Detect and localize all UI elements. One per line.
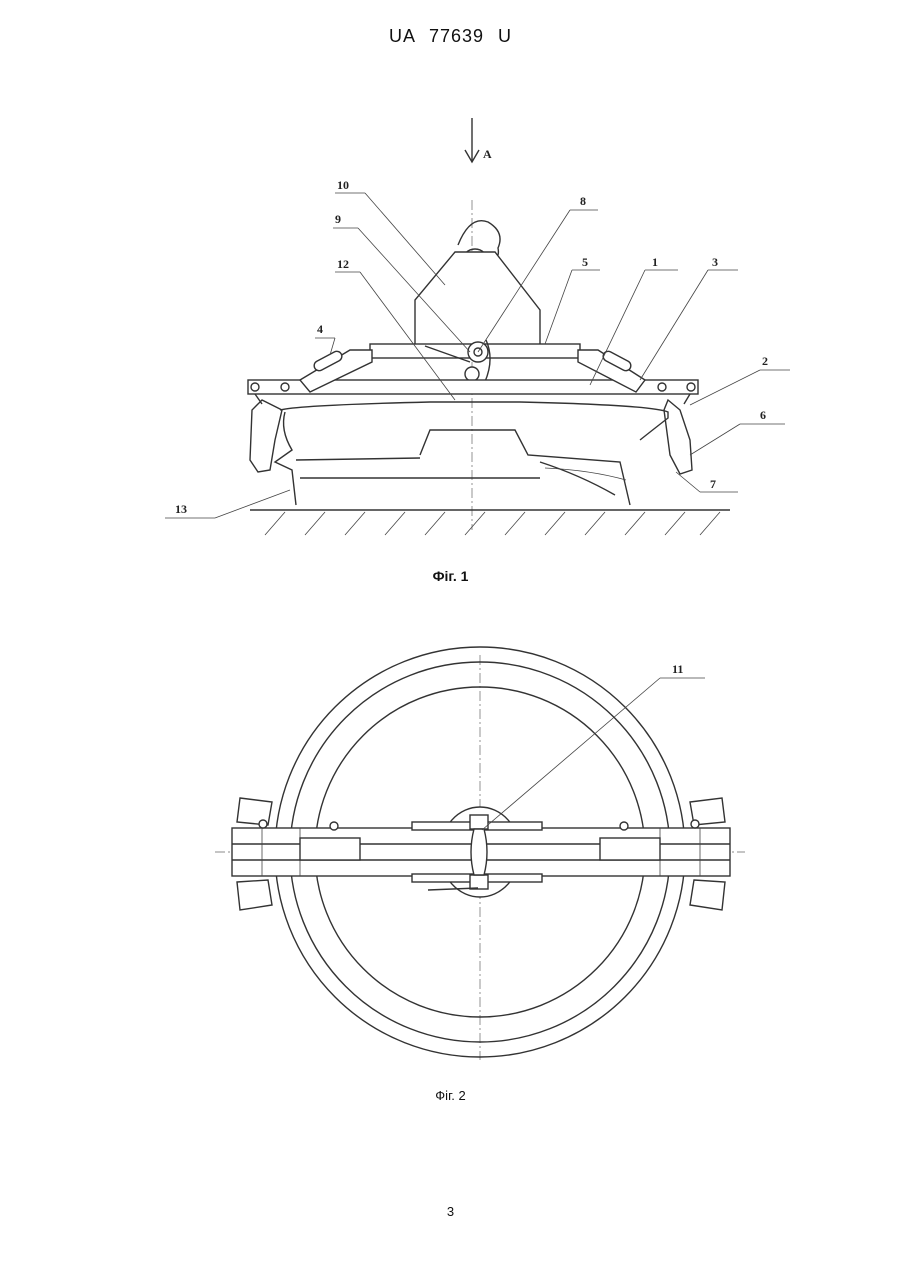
callout-9: 9: [335, 212, 341, 226]
ground-hatching: [265, 512, 720, 535]
callout-4: 4: [317, 322, 323, 336]
callout-13: 13: [175, 502, 187, 516]
callout-7: 7: [710, 477, 716, 491]
callout-2: 2: [762, 354, 768, 368]
figure-2-drawing: 11: [0, 640, 901, 1070]
document-header: UA 77639 U: [0, 26, 901, 47]
view-arrow-icon: A: [465, 118, 492, 162]
callouts-fig2: 11: [482, 662, 705, 830]
callout-11: 11: [672, 662, 683, 676]
callout-8: 8: [580, 194, 586, 208]
callout-3: 3: [712, 255, 718, 269]
callout-10: 10: [337, 178, 349, 192]
callout-6: 6: [760, 408, 766, 422]
callout-1: 1: [652, 255, 658, 269]
arrow-label: A: [483, 147, 492, 161]
figure-2-caption: Фіг. 2: [0, 1088, 901, 1103]
page-number: 3: [0, 1204, 901, 1219]
callout-5: 5: [582, 255, 588, 269]
figure-1-caption: Фіг. 1: [0, 568, 901, 584]
figure-1-drawing: A: [0, 110, 901, 540]
callout-12: 12: [337, 257, 349, 271]
